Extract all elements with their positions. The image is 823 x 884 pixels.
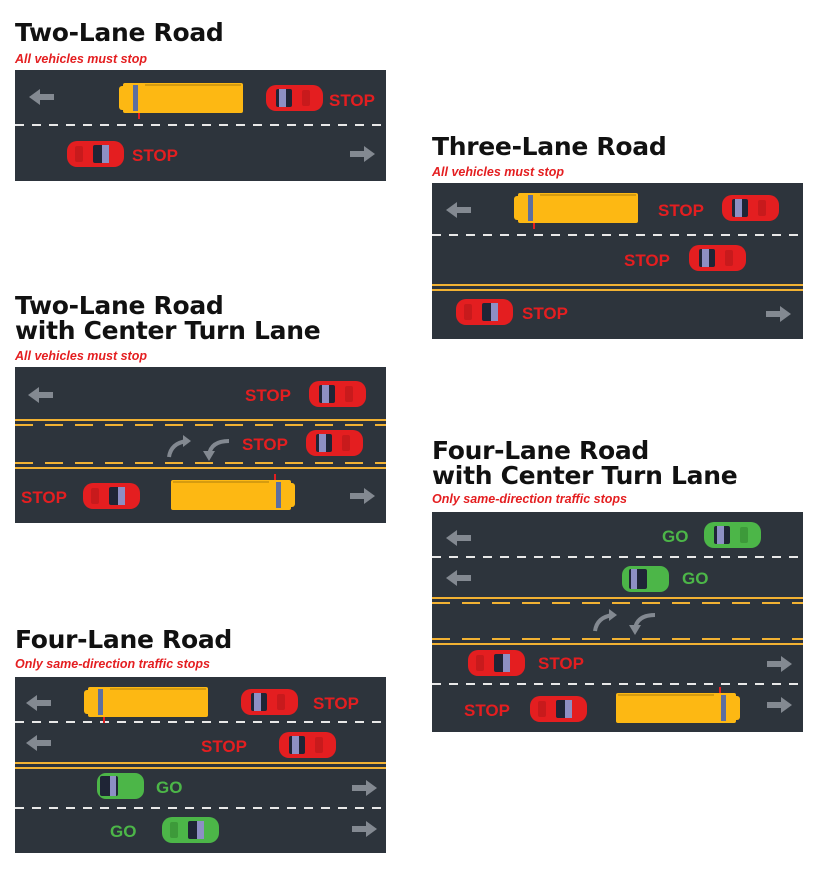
school-bus [616,687,740,723]
school-bus [119,83,243,119]
red-car [83,483,140,509]
section-title: Two-Lane Road [15,18,224,47]
red-car [468,650,525,676]
stop-label: STOP [242,435,288,454]
section-title-line1: Four-Lane Road [432,436,649,465]
road-diagram: GO GO STOP STOP [432,512,803,732]
green-car [162,817,219,843]
section-title: Four-Lane Road [15,625,232,654]
red-car [689,245,746,271]
red-car [309,381,366,407]
section-subtitle: Only same-direction traffic stops [432,492,627,506]
arrow-left-icon [26,735,51,751]
arrow-right-icon [350,488,375,504]
red-car [279,732,336,758]
arrow-right-icon [766,306,791,322]
turn-arrows-icon [167,435,230,461]
red-car [266,85,323,111]
arrow-right-icon [352,780,377,796]
stop-label: STOP [201,737,247,756]
section-title-line1: Two-Lane Road [15,291,224,320]
section-subtitle: All vehicles must stop [15,52,147,66]
stop-label: STOP [464,701,510,720]
stop-label: STOP [329,91,375,110]
go-label: GO [682,569,708,588]
stop-label: STOP [132,146,178,165]
arrow-left-icon [28,387,53,403]
green-car [97,773,144,799]
arrow-left-icon [26,695,51,711]
go-label: GO [110,822,136,841]
section-subtitle: Only same-direction traffic stops [15,657,210,671]
section-subtitle: All vehicles must stop [15,349,147,363]
school-bus [514,193,638,229]
turn-arrows-icon [593,609,656,635]
school-bus [171,474,295,510]
arrow-left-icon [446,202,471,218]
road-diagram: STOP STOP GO GO [15,677,386,853]
road-diagram: STOP STOP [15,70,386,181]
section-title: Three-Lane Road [432,132,667,161]
stop-label: STOP [538,654,584,673]
red-car [67,141,124,167]
stop-label: STOP [313,694,359,713]
road-diagram: STOP STOP STOP [432,183,803,339]
arrow-left-icon [29,89,54,105]
red-car [530,696,587,722]
arrow-left-icon [446,530,471,546]
road-diagram: STOP STOP STOP [15,367,386,523]
arrow-right-icon [352,821,377,837]
green-car [622,566,669,592]
stop-label: STOP [245,386,291,405]
red-car [456,299,513,325]
red-car [241,689,298,715]
arrow-right-icon [767,656,792,672]
school-bus [84,687,208,723]
go-label: GO [156,778,182,797]
stop-label: STOP [658,201,704,220]
go-label: GO [662,527,688,546]
section-title-line2: with Center Turn Lane [15,316,321,345]
red-car [722,195,779,221]
stop-label: STOP [21,488,67,507]
red-car [306,430,363,456]
stop-label: STOP [522,304,568,323]
green-car [704,522,761,548]
stop-label: STOP [624,251,670,270]
arrow-left-icon [446,570,471,586]
section-subtitle: All vehicles must stop [432,165,564,179]
arrow-right-icon [350,146,375,162]
section-title-line2: with Center Turn Lane [432,461,738,490]
arrow-right-icon [767,697,792,713]
